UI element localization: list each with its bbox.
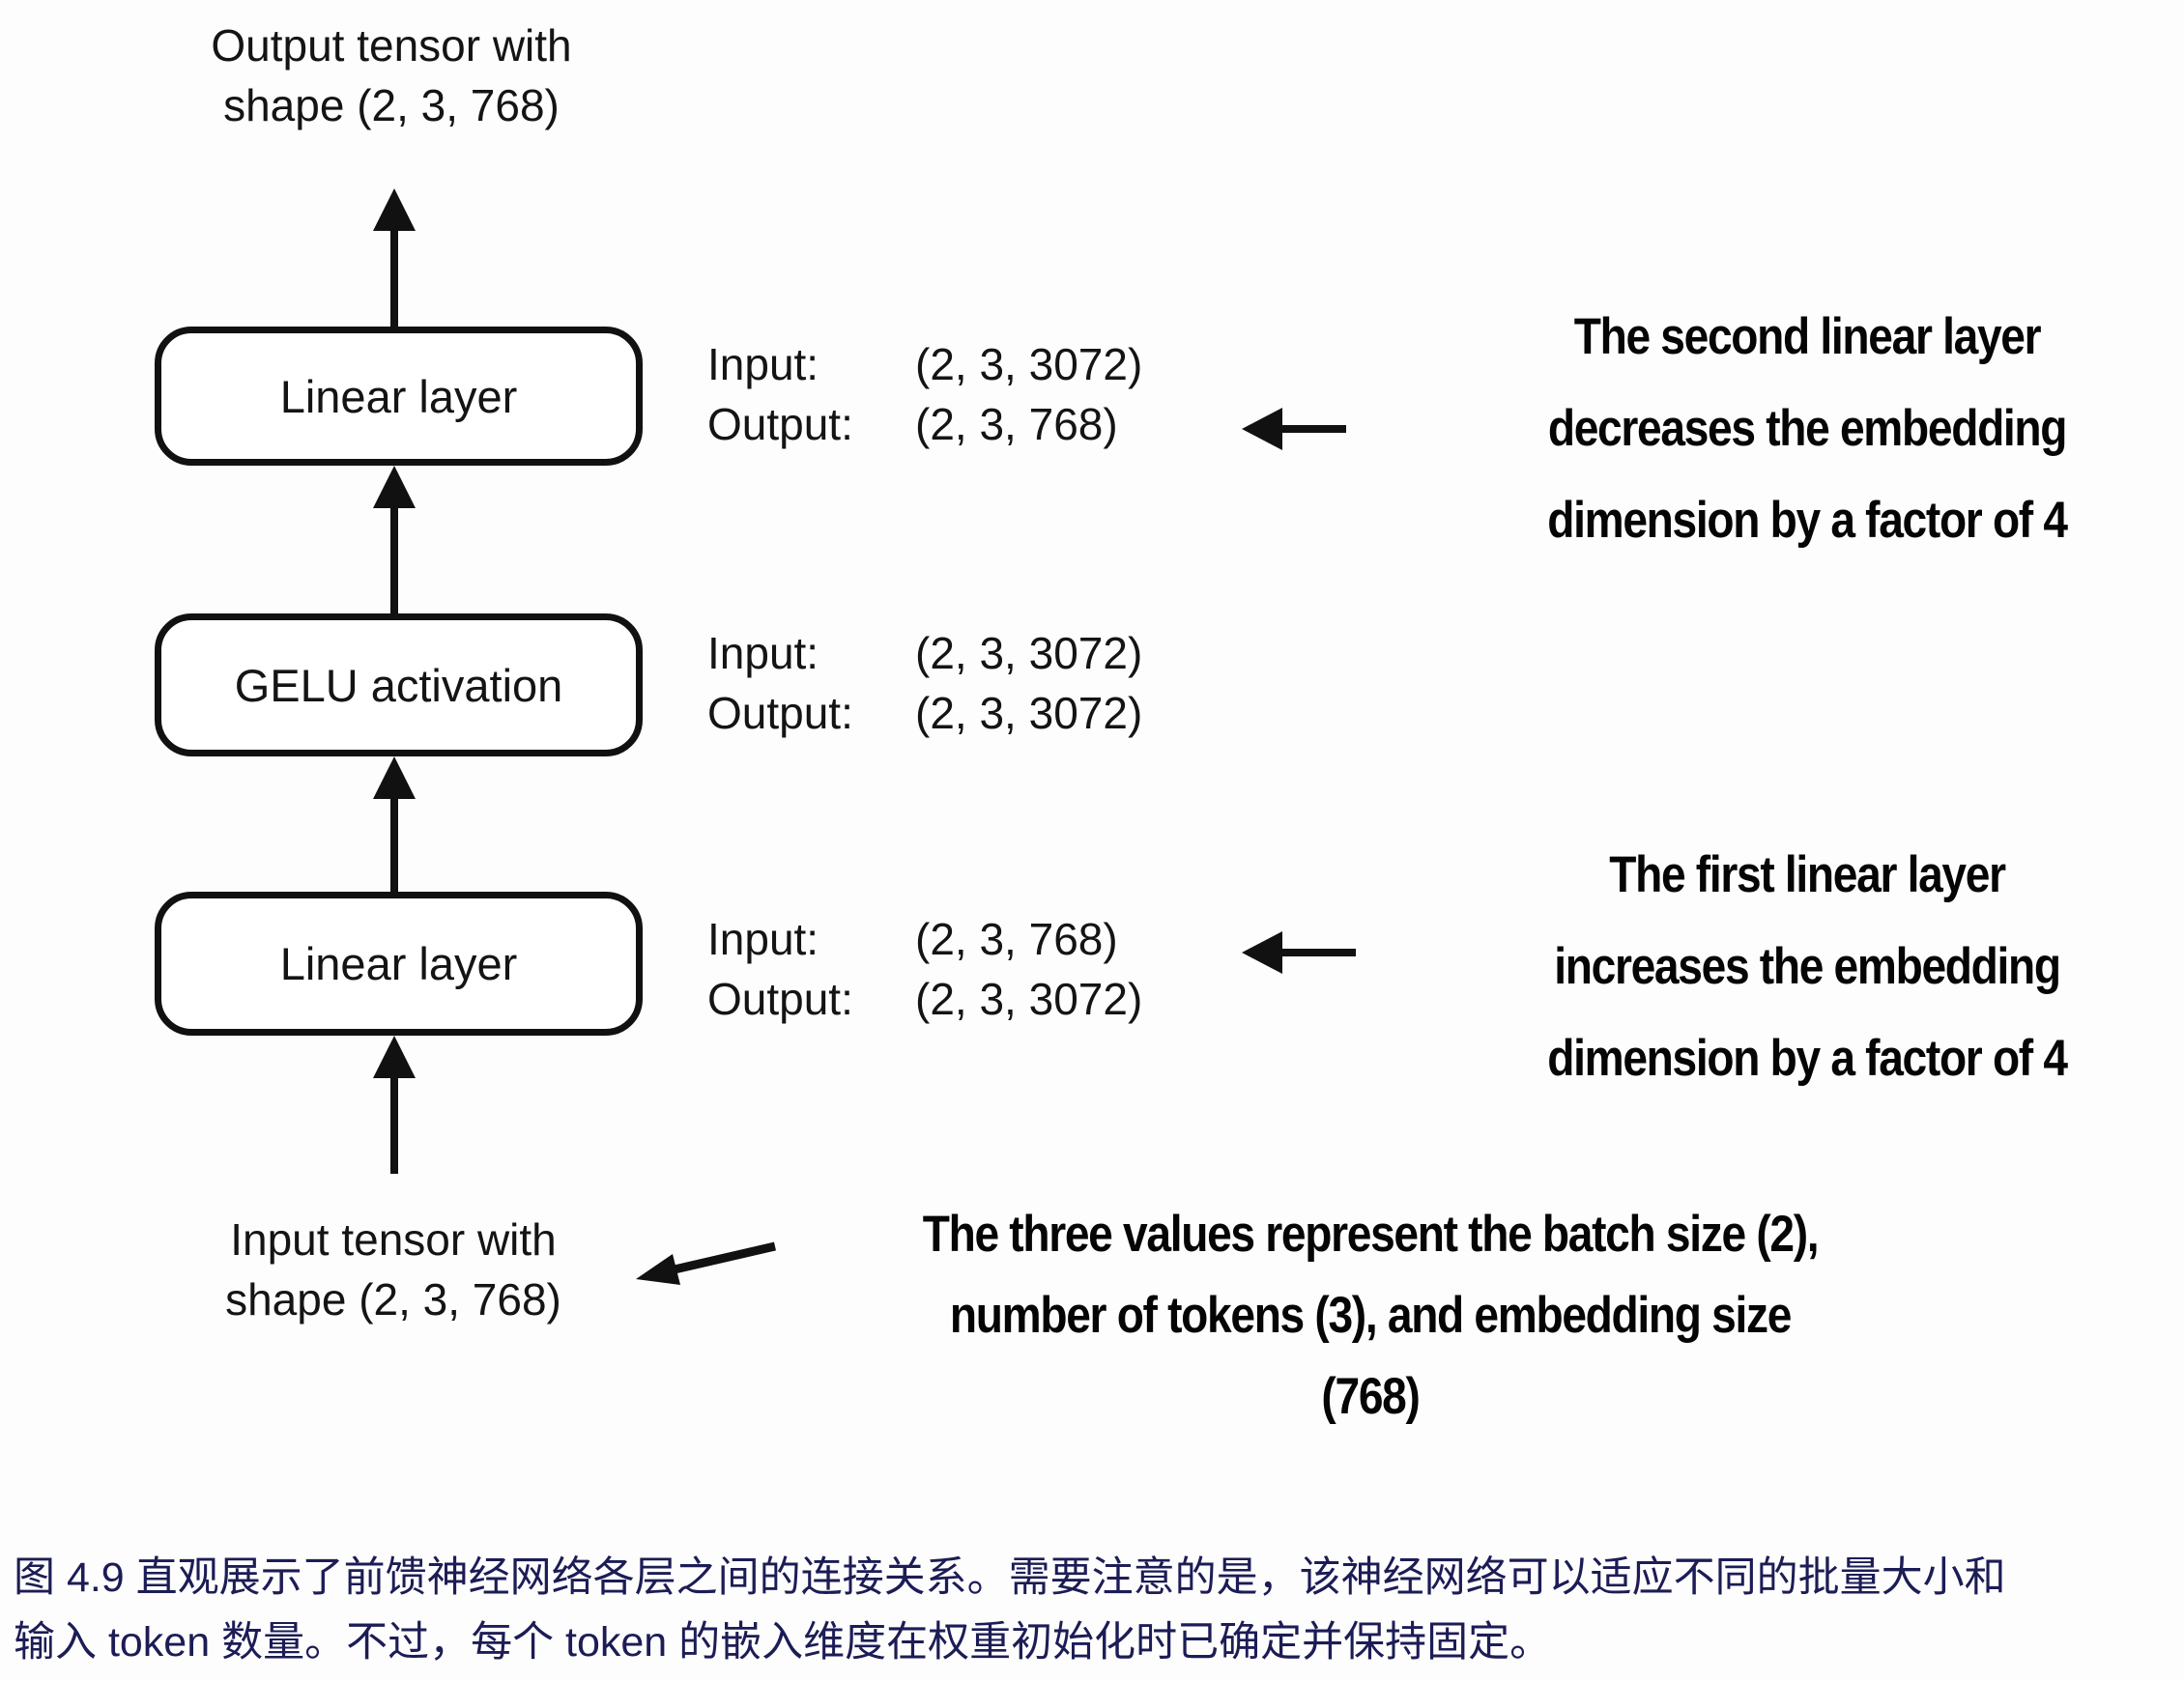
io-output-label: Output: xyxy=(707,399,853,449)
arrow-down-left-icon xyxy=(636,1241,777,1285)
annotation-first-linear-layer: The first linear layer increases the emb… xyxy=(1547,846,2068,1087)
node-linear-layer-top: Linear layer xyxy=(155,327,643,466)
io-output-value: (2, 3, 3072) xyxy=(915,974,1143,1024)
arrow-head xyxy=(1242,408,1282,450)
arrow-shaft xyxy=(390,799,398,892)
io-shapes-top-linear: Input: (2, 3, 3072) Output: (2, 3, 768) xyxy=(707,334,1142,454)
io-output-value: (2, 3, 3072) xyxy=(915,688,1143,738)
arrow-shaft xyxy=(1282,949,1356,956)
arrow-shaft xyxy=(1282,425,1346,433)
io-shapes-bottom-linear: Input: (2, 3, 768) Output: (2, 3, 3072) xyxy=(707,909,1142,1029)
io-input-label: Input: xyxy=(707,339,819,389)
arrow-up-icon xyxy=(372,1036,417,1174)
output-tensor-label: Output tensor with shape (2, 3, 768) xyxy=(211,20,572,130)
arrow-head xyxy=(373,1036,416,1078)
arrow-up-icon xyxy=(372,188,417,329)
io-input-value: (2, 3, 3072) xyxy=(915,628,1143,678)
io-output-label: Output: xyxy=(707,688,853,738)
annotation-second-linear-layer: The second linear layer decreases the em… xyxy=(1547,308,2068,549)
io-output-value: (2, 3, 768) xyxy=(915,399,1118,449)
arrow-head xyxy=(373,188,416,231)
node-label: Linear layer xyxy=(279,370,518,422)
node-linear-layer-bottom: Linear layer xyxy=(155,892,643,1036)
figure-caption: 图 4.9 直观展示了前馈神经网络各层之间的连接关系。需要注意的是，该神经网络可… xyxy=(14,1554,2006,1666)
annotation-tensor-values: The three values represent the batch siz… xyxy=(922,1206,1820,1425)
arrow-head xyxy=(373,466,416,508)
arrow-head xyxy=(373,756,416,799)
io-input-value: (2, 3, 768) xyxy=(915,914,1118,964)
arrow-up-icon xyxy=(372,466,417,613)
node-label: Linear layer xyxy=(279,938,518,989)
arrow-head xyxy=(1242,931,1282,974)
io-input-label: Input: xyxy=(707,628,819,678)
arrow-left-icon xyxy=(1242,930,1356,975)
io-input-label: Input: xyxy=(707,914,819,964)
arrow-left-icon xyxy=(1242,407,1346,451)
input-tensor-label: Input tensor with shape (2, 3, 768) xyxy=(225,1214,561,1325)
node-gelu-activation: GELU activation xyxy=(155,613,643,756)
arrow-shaft xyxy=(390,1078,398,1174)
io-shapes-gelu: Input: (2, 3, 3072) Output: (2, 3, 3072) xyxy=(707,623,1142,743)
io-input-value: (2, 3, 3072) xyxy=(915,339,1143,389)
io-output-label: Output: xyxy=(707,974,853,1024)
arrow-shaft xyxy=(390,231,398,329)
arrow-shaft xyxy=(390,508,398,613)
node-label: GELU activation xyxy=(234,659,563,711)
arrow-up-icon xyxy=(372,756,417,892)
